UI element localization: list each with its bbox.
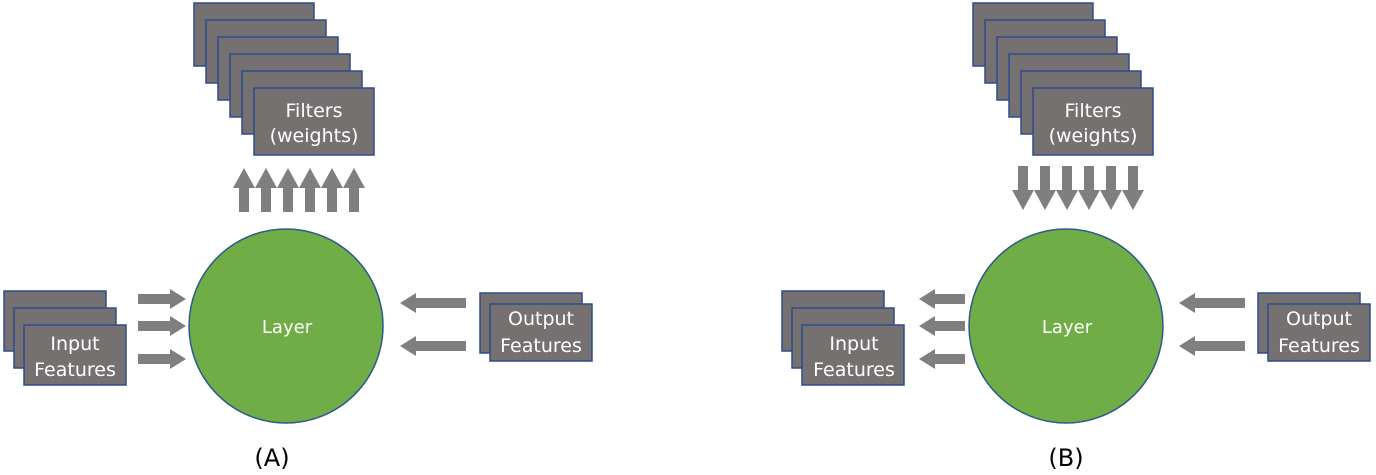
filters-label-line2: (weights) xyxy=(1049,125,1138,147)
output-label-line1: Output xyxy=(1286,308,1352,330)
arrow-left-icon xyxy=(400,293,466,313)
arrow-left-icon xyxy=(919,349,965,369)
input-arrows-right xyxy=(138,289,186,369)
filters-label-line2: (weights) xyxy=(270,125,359,147)
filter-card xyxy=(253,87,375,156)
filters-stack: Filters (weights) xyxy=(972,2,1154,156)
filter-card xyxy=(1032,87,1154,156)
arrow-right-icon xyxy=(138,316,186,336)
panel-a: Filters (weights) Input Features xyxy=(3,2,593,472)
arrow-right-icon xyxy=(138,349,186,369)
layer-label: Layer xyxy=(262,317,313,338)
arrow-up-icon xyxy=(277,168,299,212)
output-label-line2: Features xyxy=(500,335,582,357)
input-label-line2: Features xyxy=(34,359,116,381)
input-label-line1: Input xyxy=(829,333,878,355)
layer-node: Layer xyxy=(968,228,1164,424)
output-arrows-left xyxy=(1179,293,1245,356)
input-label-line2: Features xyxy=(813,359,895,381)
input-card xyxy=(801,324,905,386)
arrow-down-icon xyxy=(1056,166,1078,210)
layer-circle xyxy=(968,228,1164,424)
input-features-stack: Input Features xyxy=(781,290,905,386)
weight-arrows-down xyxy=(1012,166,1144,210)
output-features-stack: Output Features xyxy=(479,292,593,362)
arrow-down-icon xyxy=(1034,166,1056,210)
layer-label: Layer xyxy=(1042,317,1093,338)
output-card xyxy=(1267,303,1371,362)
arrow-up-icon xyxy=(321,168,343,212)
arrow-left-icon xyxy=(400,336,466,356)
arrow-left-icon xyxy=(919,289,965,309)
filters-label-line1: Filters xyxy=(286,100,343,122)
layer-circle xyxy=(188,228,384,424)
input-card xyxy=(23,324,127,386)
output-arrows-left xyxy=(400,293,466,356)
arrow-down-icon xyxy=(1078,166,1100,210)
arrow-up-icon xyxy=(255,168,277,212)
filters-stack: Filters (weights) xyxy=(193,2,375,156)
arrow-up-icon xyxy=(343,168,365,212)
arrow-up-icon xyxy=(233,168,255,212)
arrow-right-icon xyxy=(138,289,186,309)
panel-b: Filters (weights) Input Features xyxy=(781,2,1371,472)
output-label-line1: Output xyxy=(508,308,574,330)
arrow-down-icon xyxy=(1012,166,1034,210)
output-features-stack: Output Features xyxy=(1257,292,1371,362)
panel-caption: (B) xyxy=(1048,444,1083,472)
input-arrows-left xyxy=(919,289,965,369)
output-card xyxy=(489,303,593,362)
layer-node: Layer xyxy=(188,228,384,424)
arrow-left-icon xyxy=(1179,293,1245,313)
arrow-left-icon xyxy=(919,316,965,336)
filters-label-line1: Filters xyxy=(1065,100,1122,122)
panel-caption: (A) xyxy=(254,444,289,472)
weight-arrows-up xyxy=(233,168,365,212)
input-features-stack: Input Features xyxy=(3,290,127,386)
arrow-down-icon xyxy=(1100,166,1122,210)
input-label-line1: Input xyxy=(50,333,99,355)
arrow-down-icon xyxy=(1122,166,1144,210)
output-label-line2: Features xyxy=(1278,335,1360,357)
arrow-left-icon xyxy=(1179,336,1245,356)
arrow-up-icon xyxy=(299,168,321,212)
